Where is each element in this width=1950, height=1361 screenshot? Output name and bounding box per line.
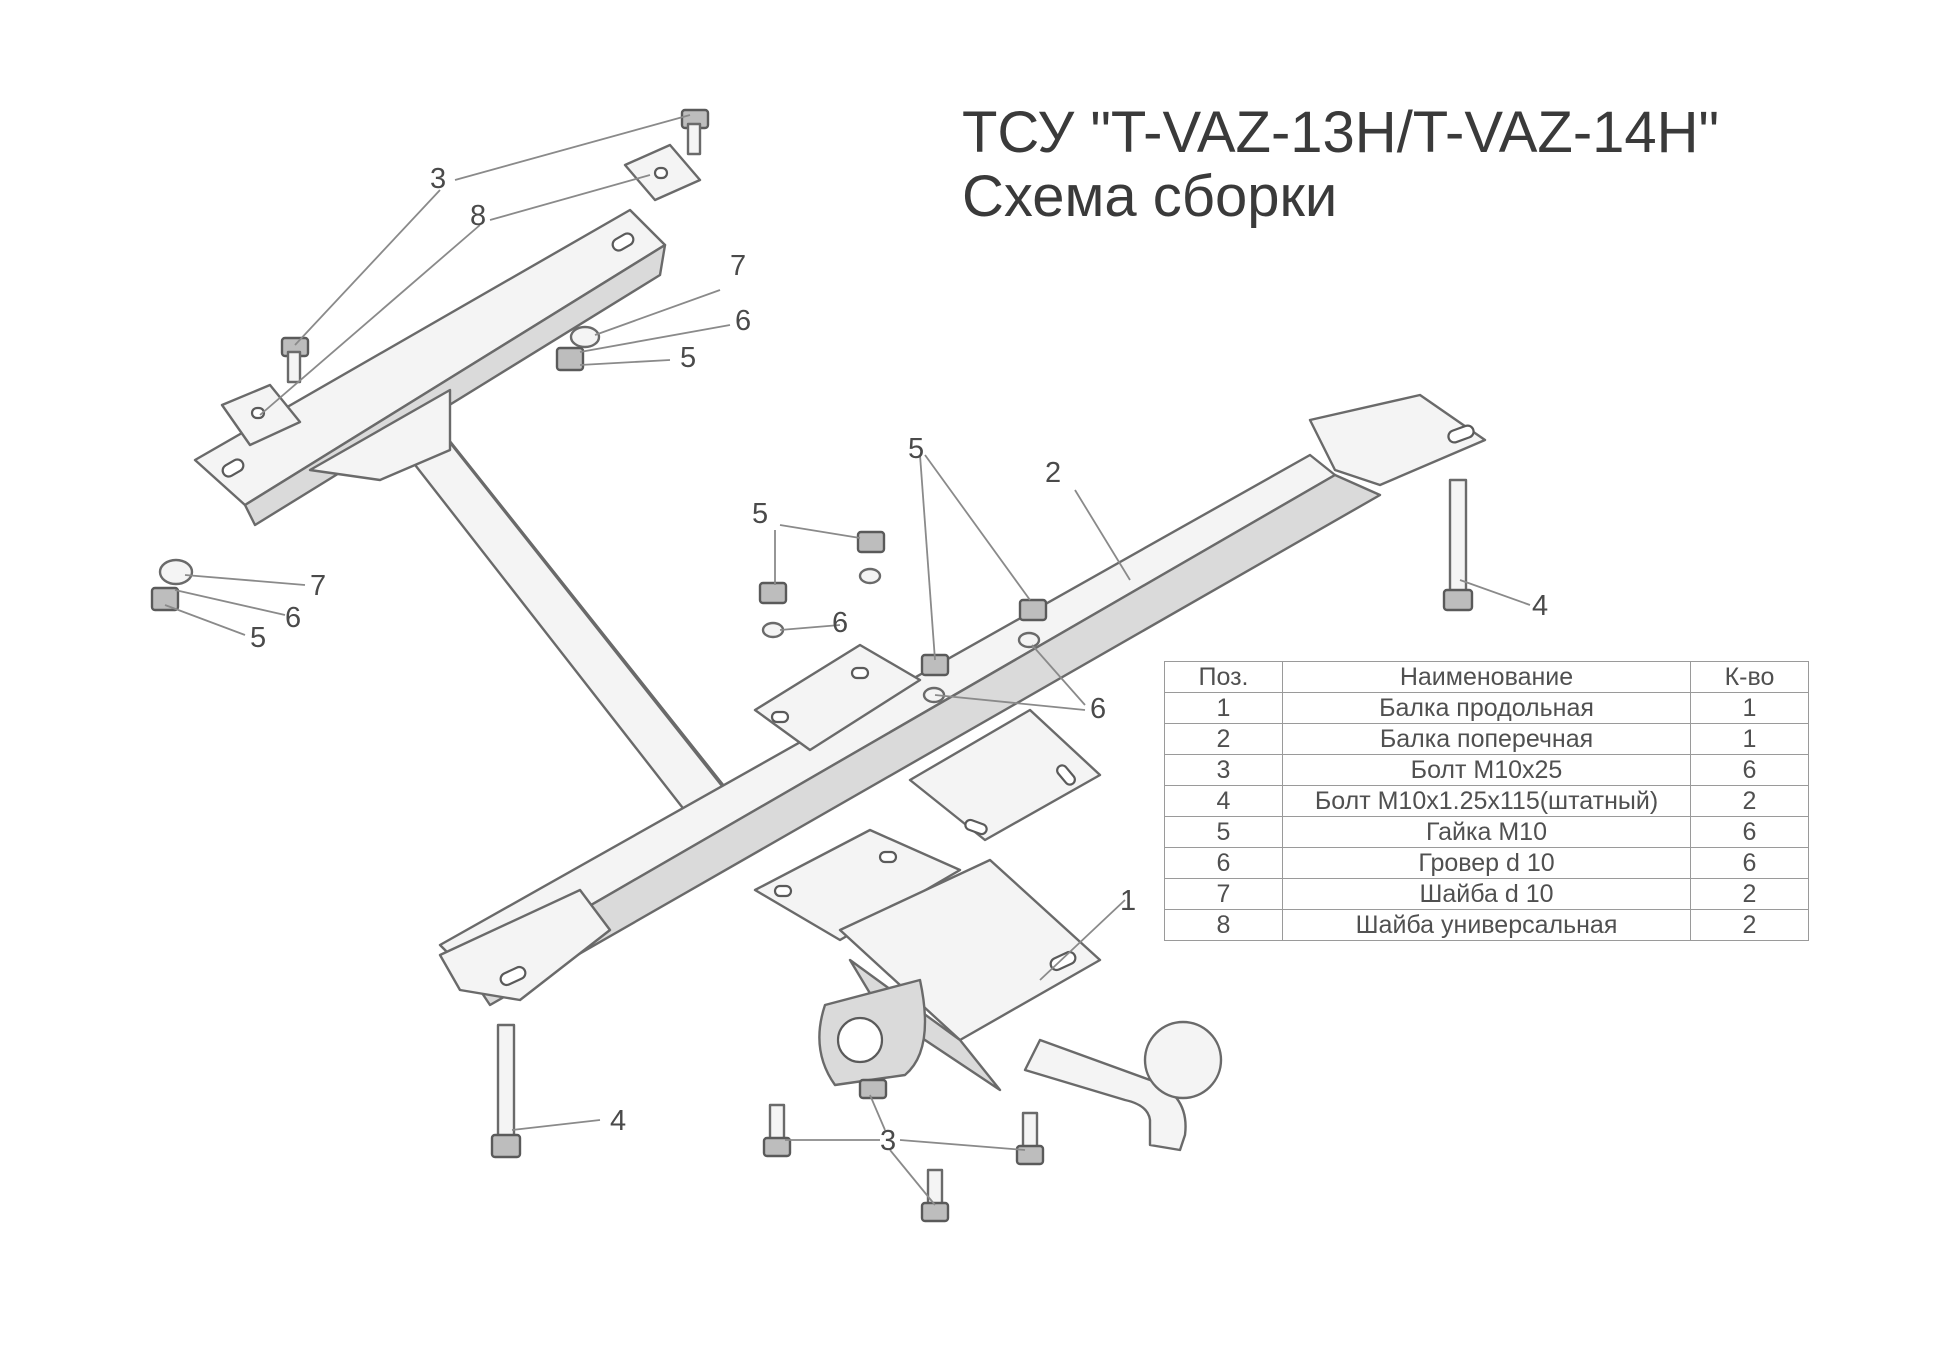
bolt-top-left <box>280 336 310 384</box>
nut-loose-1 <box>856 530 886 554</box>
callout-labels: 1 2 3 3 4 4 5 5 5 5 6 6 6 6 7 7 8 <box>250 163 1548 1157</box>
row-qty: 2 <box>1690 785 1809 817</box>
table-row: 2 Балка поперечная 1 <box>1164 723 1809 755</box>
diagram-title: ТСУ "T-VAZ-13H/T-VAZ-14H" <box>962 100 1720 165</box>
row-qty: 2 <box>1690 878 1809 910</box>
upper-bracket <box>193 208 667 527</box>
row-name: Болт М10х25 <box>1282 754 1691 786</box>
table-row: 6 Гровер d 10 6 <box>1164 847 1809 879</box>
row-name: Шайба универсальная <box>1282 909 1691 941</box>
grover-1 <box>858 567 882 585</box>
bolt-bottom-left <box>762 1103 792 1158</box>
row-pos: 6 <box>1164 847 1283 879</box>
row-pos: 7 <box>1164 878 1283 910</box>
nut-loose-2 <box>758 581 788 605</box>
callout-4-left: 4 <box>610 1105 626 1137</box>
mounting-plate-lower <box>753 828 962 942</box>
table-row: 5 Гайка М10 6 <box>1164 816 1809 848</box>
table-row: 8 Шайба универсальная 2 <box>1164 909 1809 941</box>
table-row: 7 Шайба d 10 2 <box>1164 878 1809 910</box>
row-qty: 6 <box>1690 847 1809 879</box>
row-pos: 4 <box>1164 785 1283 817</box>
table-row: 4 Болт М10х1.25х115(штатный) 2 <box>1164 785 1809 817</box>
tow-flange <box>818 978 927 1087</box>
table-row: 1 Балка продольная 1 <box>1164 692 1809 724</box>
tow-ball <box>1143 1020 1223 1100</box>
callout-7-upper: 7 <box>730 250 746 282</box>
row-name: Шайба d 10 <box>1282 878 1691 910</box>
callout-5-beam: 5 <box>908 433 924 465</box>
universal-washer-top <box>623 143 702 202</box>
diagram-subtitle: Схема сборки <box>962 164 1338 229</box>
long-bolt-right <box>1442 478 1474 612</box>
callout-1: 1 <box>1120 885 1136 917</box>
row-pos: 5 <box>1164 816 1283 848</box>
longitudinal-tube <box>378 408 747 832</box>
row-name: Болт М10х1.25х115(штатный) <box>1282 785 1691 817</box>
row-qty: 6 <box>1690 754 1809 786</box>
nut-on-beam-1 <box>1018 598 1048 622</box>
table-row: 3 Болт М10х25 6 <box>1164 754 1809 786</box>
row-qty: 1 <box>1690 723 1809 755</box>
table-header-row: Поз. Наименование К-во <box>1164 661 1809 693</box>
callout-3-top: 3 <box>430 163 446 195</box>
header-pos: Поз. <box>1164 661 1283 693</box>
callout-6-middle: 6 <box>832 607 848 639</box>
row-pos: 3 <box>1164 754 1283 786</box>
nut-stack-left <box>150 558 194 612</box>
nut-stack-upper <box>555 325 601 372</box>
callout-8: 8 <box>470 200 486 232</box>
row-pos: 1 <box>1164 692 1283 724</box>
leader-lines <box>164 114 1531 1206</box>
callout-6-upper: 6 <box>735 305 751 337</box>
row-pos: 8 <box>1164 909 1283 941</box>
row-pos: 2 <box>1164 723 1283 755</box>
callout-5-middle: 5 <box>752 498 768 530</box>
mounting-plate-upper <box>753 643 922 752</box>
row-qty: 2 <box>1690 909 1809 941</box>
cross-beam <box>438 393 1487 1007</box>
nut-hitch <box>858 1078 888 1100</box>
header-name: Наименование <box>1282 661 1691 693</box>
row-name: Гайка М10 <box>1282 816 1691 848</box>
callout-7-left: 7 <box>310 570 326 602</box>
callout-2: 2 <box>1045 457 1061 489</box>
row-name: Балка поперечная <box>1282 723 1691 755</box>
header-qty: К-во <box>1690 661 1809 693</box>
row-name: Гровер d 10 <box>1282 847 1691 879</box>
row-name: Балка продольная <box>1282 692 1691 724</box>
long-bolt-left <box>490 1023 522 1159</box>
grover-3 <box>1017 631 1041 649</box>
callout-5-left: 5 <box>250 622 266 654</box>
callout-4-right: 4 <box>1532 590 1548 622</box>
bolt-bottom-right <box>1015 1111 1045 1166</box>
callout-3-bottom: 3 <box>880 1125 896 1157</box>
mounting-plate-mid <box>908 708 1102 842</box>
callout-5-upper: 5 <box>680 342 696 374</box>
callout-6-left: 6 <box>285 602 301 634</box>
callout-6-beam: 6 <box>1090 693 1106 725</box>
bolt-bottom-center <box>920 1168 950 1223</box>
row-qty: 1 <box>1690 692 1809 724</box>
row-qty: 6 <box>1690 816 1809 848</box>
parts-table: Поз. Наименование К-во 1 Балка продольна… <box>1164 661 1809 941</box>
tow-ball-arm <box>1023 1020 1223 1152</box>
